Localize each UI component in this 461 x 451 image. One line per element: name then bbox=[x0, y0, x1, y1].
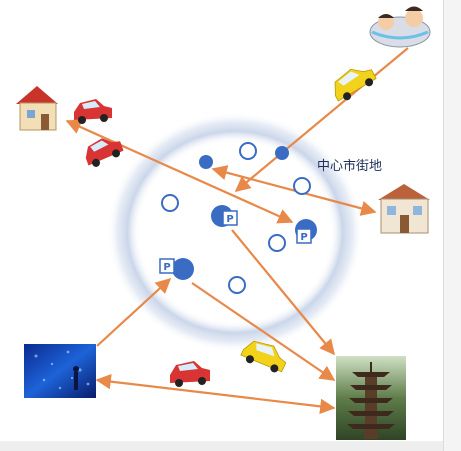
svg-text:P: P bbox=[300, 232, 307, 243]
arrow-parking2-to-pagoda bbox=[191, 282, 336, 381]
onsen-icon bbox=[369, 6, 431, 48]
filled-node bbox=[199, 155, 213, 169]
parking-sign: P bbox=[159, 258, 175, 274]
red-car-icon bbox=[74, 99, 112, 124]
parking-sign: P bbox=[222, 210, 238, 226]
svg-text:P: P bbox=[163, 262, 170, 273]
yellow-car-icon bbox=[240, 340, 287, 373]
parking-sign: P bbox=[296, 228, 312, 244]
parking-node bbox=[172, 258, 194, 280]
red-car-icon bbox=[85, 138, 124, 167]
house-icon bbox=[16, 86, 58, 131]
frame-bottom-strip bbox=[0, 441, 443, 451]
aquarium-photo bbox=[24, 344, 96, 398]
outline-node bbox=[161, 194, 179, 212]
filled-node bbox=[275, 146, 289, 160]
arrow-node-to-western-house bbox=[211, 165, 377, 216]
outline-node bbox=[239, 142, 257, 160]
western-house-icon bbox=[378, 184, 430, 234]
arrow-parking-to-pagoda bbox=[231, 229, 335, 356]
svg-text:P: P bbox=[226, 214, 233, 225]
outline-node bbox=[293, 177, 311, 195]
yellow-car-icon bbox=[334, 68, 377, 102]
adjacent-page-edge bbox=[443, 0, 461, 451]
red-car-icon bbox=[170, 361, 210, 387]
flow-diagram: P P P bbox=[16, 6, 431, 440]
city-center-label: 中心市街地 bbox=[317, 159, 383, 174]
outline-node bbox=[228, 276, 246, 294]
arrow-aquarium-to-parking bbox=[96, 277, 172, 347]
arrow-aquarium-pagoda bbox=[95, 373, 336, 415]
outline-node bbox=[268, 234, 286, 252]
pagoda-photo bbox=[336, 356, 406, 440]
